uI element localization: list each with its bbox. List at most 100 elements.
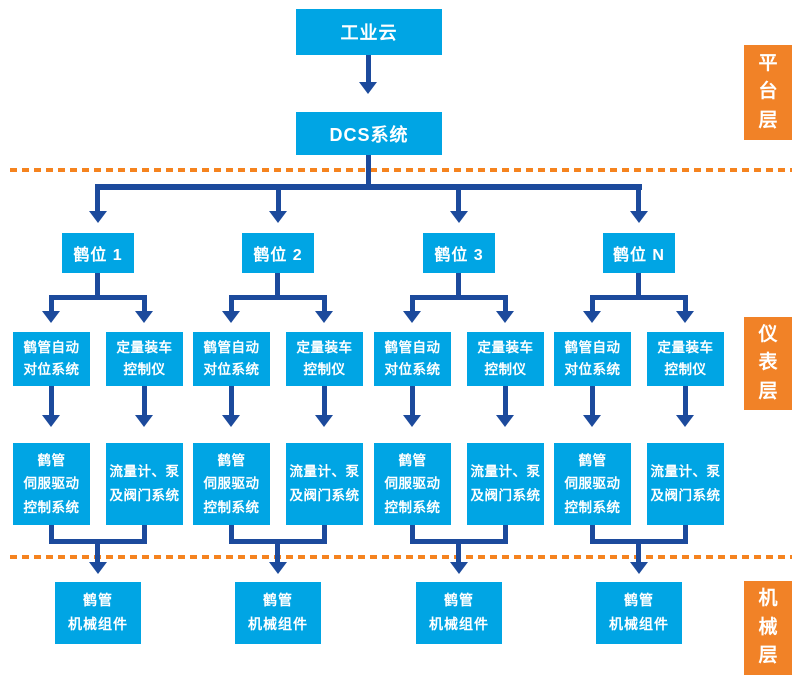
arrow-left-head	[403, 415, 421, 427]
arrow-to-crane-3-stem	[456, 190, 461, 213]
arrow-to-crane-3-head	[450, 211, 468, 223]
split-arrow-left-head	[403, 311, 421, 323]
layer-label-mechanical: 机 械 层	[744, 581, 792, 675]
arrow-right-head	[135, 415, 153, 427]
split-arrow-left-stem	[229, 300, 234, 313]
dcs-distribution-bar	[95, 184, 642, 190]
split-connector-stem	[95, 273, 100, 300]
merge-arrow-head	[89, 562, 107, 574]
node-mechanical-parts: 鹤管 机械组件	[235, 582, 321, 644]
crane-column-2: 鹤位 2 鹤管自动 对位系统 定量装车 控制仪 鹤管 伺服驱动 控制系统 流量计…	[193, 233, 363, 644]
arrow-right-head	[315, 415, 333, 427]
split-connector-bar	[49, 295, 147, 300]
merge-connector-left-stem	[590, 525, 595, 544]
arrow-to-crane-1-stem	[95, 190, 100, 213]
node-flow-pump-valve: 流量计、泵 及阀门系统	[467, 443, 544, 525]
merge-connector-left-stem	[49, 525, 54, 544]
split-arrow-left-stem	[49, 300, 54, 313]
merge-arrow-stem	[275, 544, 280, 563]
split-connector-bar	[590, 295, 688, 300]
platform-instrument-divider	[10, 168, 792, 172]
arrow-to-crane-1-head	[89, 211, 107, 223]
node-industrial-cloud: 工业云	[296, 9, 442, 55]
node-crane-position-2: 鹤位 2	[242, 233, 314, 273]
arrow-right-stem	[142, 386, 147, 416]
arrow-to-crane-n-head	[630, 211, 648, 223]
split-connector-stem	[456, 273, 461, 300]
node-loading-controller: 定量装车 控制仪	[467, 332, 544, 386]
node-loading-controller: 定量装车 控制仪	[647, 332, 724, 386]
split-arrow-right-head	[135, 311, 153, 323]
merge-connector-bar	[410, 539, 508, 544]
merge-connector-right-stem	[683, 525, 688, 544]
merge-arrow-head	[630, 562, 648, 574]
node-flow-pump-valve: 流量计、泵 及阀门系统	[106, 443, 183, 525]
split-connector-bar	[229, 295, 327, 300]
node-dcs-system: DCS系统	[296, 112, 442, 155]
split-connector-stem	[275, 273, 280, 300]
arrow-left-stem	[410, 386, 415, 416]
node-arm-auto-align: 鹤管自动 对位系统	[554, 332, 631, 386]
merge-arrow-stem	[95, 544, 100, 563]
node-loading-controller: 定量装车 控制仪	[286, 332, 363, 386]
merge-connector-right-stem	[503, 525, 508, 544]
split-arrow-right-stem	[503, 300, 508, 313]
arrow-right-stem	[322, 386, 327, 416]
instrument-mechanical-divider	[10, 555, 792, 559]
merge-arrow-stem	[636, 544, 641, 563]
layer-label-instrument: 仪 表 层	[744, 317, 792, 410]
split-arrow-left-head	[222, 311, 240, 323]
node-flow-pump-valve: 流量计、泵 及阀门系统	[647, 443, 724, 525]
split-arrow-right-stem	[683, 300, 688, 313]
node-servo-drive-control: 鹤管 伺服驱动 控制系统	[193, 443, 270, 525]
merge-arrow-stem	[456, 544, 461, 563]
split-arrow-right-head	[496, 311, 514, 323]
node-arm-auto-align: 鹤管自动 对位系统	[193, 332, 270, 386]
merge-connector-right-stem	[322, 525, 327, 544]
merge-arrow-head	[450, 562, 468, 574]
crane-column-3: 鹤位 3 鹤管自动 对位系统 定量装车 控制仪 鹤管 伺服驱动 控制系统 流量计…	[374, 233, 544, 644]
node-loading-controller: 定量装车 控制仪	[106, 332, 183, 386]
node-servo-drive-control: 鹤管 伺服驱动 控制系统	[13, 443, 90, 525]
merge-connector-bar	[49, 539, 147, 544]
crane-column-n: 鹤位 N 鹤管自动 对位系统 定量装车 控制仪 鹤管 伺服驱动 控制系统 流量计…	[554, 233, 724, 644]
split-connector-stem	[636, 273, 641, 300]
node-crane-position-1: 鹤位 1	[62, 233, 134, 273]
arrow-left-stem	[229, 386, 234, 416]
crane-column-1: 鹤位 1 鹤管自动 对位系统 定量装车 控制仪 鹤管 伺服驱动 控制系统 流量计…	[13, 233, 183, 644]
arrow-left-head	[583, 415, 601, 427]
split-arrow-right-stem	[322, 300, 327, 313]
dcs-distribution-stem	[366, 155, 371, 190]
arrow-right-stem	[503, 386, 508, 416]
node-mechanical-parts: 鹤管 机械组件	[55, 582, 141, 644]
node-crane-position-3: 鹤位 3	[423, 233, 495, 273]
split-arrow-left-stem	[410, 300, 415, 313]
node-flow-pump-valve: 流量计、泵 及阀门系统	[286, 443, 363, 525]
split-arrow-left-head	[583, 311, 601, 323]
arrow-to-crane-2-stem	[276, 190, 281, 213]
node-arm-auto-align: 鹤管自动 对位系统	[13, 332, 90, 386]
arrow-right-stem	[683, 386, 688, 416]
arrow-right-head	[676, 415, 694, 427]
layer-label-platform: 平 台 层	[744, 45, 792, 140]
arrow-to-crane-n-stem	[636, 190, 641, 213]
arrow-right-head	[496, 415, 514, 427]
node-servo-drive-control: 鹤管 伺服驱动 控制系统	[554, 443, 631, 525]
split-arrow-left-head	[42, 311, 60, 323]
arrow-left-stem	[590, 386, 595, 416]
node-servo-drive-control: 鹤管 伺服驱动 控制系统	[374, 443, 451, 525]
arrow-cloud-to-dcs-stem	[366, 55, 371, 83]
node-mechanical-parts: 鹤管 机械组件	[416, 582, 502, 644]
split-arrow-right-head	[676, 311, 694, 323]
merge-connector-left-stem	[410, 525, 415, 544]
node-mechanical-parts: 鹤管 机械组件	[596, 582, 682, 644]
arrow-cloud-to-dcs-head	[359, 82, 377, 94]
node-crane-position-n: 鹤位 N	[603, 233, 675, 273]
node-arm-auto-align: 鹤管自动 对位系统	[374, 332, 451, 386]
merge-connector-right-stem	[142, 525, 147, 544]
merge-arrow-head	[269, 562, 287, 574]
split-arrow-right-head	[315, 311, 333, 323]
arrow-left-head	[42, 415, 60, 427]
merge-connector-left-stem	[229, 525, 234, 544]
